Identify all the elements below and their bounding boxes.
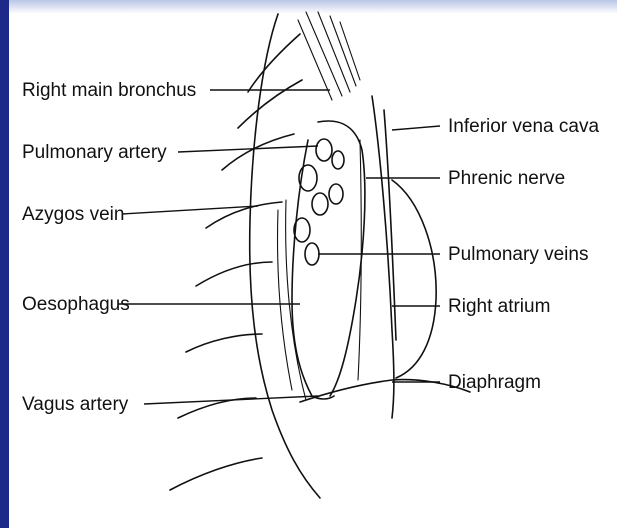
vessel-oval — [329, 184, 343, 204]
vessel-oval — [294, 218, 310, 242]
label-vagus-artery: Vagus artery — [22, 394, 129, 415]
label-diaphragm: Diaphragm — [448, 372, 541, 393]
trachea-strand — [306, 12, 342, 96]
phrenic-strand — [358, 140, 361, 380]
rib-8 — [170, 458, 262, 490]
rib-1 — [248, 34, 300, 92]
chest-wall — [250, 14, 320, 498]
leader-inferior-vena-cava — [392, 126, 440, 130]
label-inferior-vena-cava: Inferior vena cava — [448, 116, 599, 137]
leader-azygos-vein — [122, 206, 258, 214]
rib-2 — [238, 80, 302, 128]
label-pulmonary-artery: Pulmonary artery — [22, 142, 167, 163]
leader-vagus-artery — [144, 396, 318, 404]
rib-6 — [186, 334, 262, 352]
vessel-oval — [305, 243, 319, 265]
rib-5 — [196, 262, 272, 286]
labels: Right main bronchus Pulmonary artery Azy… — [22, 80, 599, 415]
svc-border — [372, 96, 394, 418]
anatomy-drawing — [170, 12, 470, 498]
rib-3 — [222, 134, 294, 170]
label-right-atrium: Right atrium — [448, 296, 550, 317]
rib-4 — [206, 202, 282, 228]
label-phrenic-nerve: Phrenic nerve — [448, 168, 565, 189]
label-azygos-vein: Azygos vein — [22, 204, 124, 225]
vessel-oval — [316, 139, 332, 161]
label-pulmonary-veins: Pulmonary veins — [448, 244, 588, 265]
hilum-outline — [318, 121, 365, 396]
label-oesophagus: Oesophagus — [22, 294, 130, 315]
oesophagus-strand — [278, 210, 292, 390]
label-right-main-bronchus: Right main bronchus — [22, 80, 196, 101]
vessel-oval — [312, 193, 328, 215]
vessel-oval — [332, 151, 344, 169]
right-atrium-outline — [392, 180, 436, 378]
